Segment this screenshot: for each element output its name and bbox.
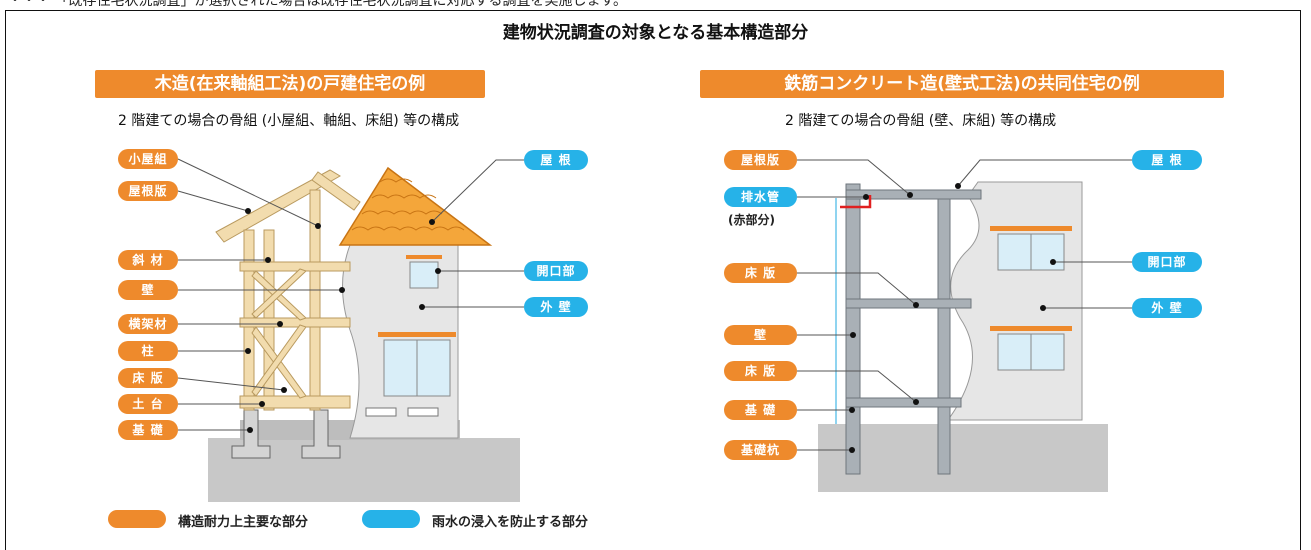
label-gaiheki-right: 外 壁: [1132, 298, 1202, 318]
label-kiso-right: 基 礎: [724, 400, 797, 420]
right-ground: [818, 424, 1108, 492]
legend-blue-label: 雨水の浸入を防止する部分: [432, 515, 589, 530]
right-leader-lines: [797, 159, 1132, 451]
legend-orange-swatch: [108, 510, 166, 528]
right-panel-title: 鉄筋コンクリート造(壁式工法)の共同住宅の例: [700, 70, 1224, 98]
figure-frame: [5, 10, 1301, 550]
label-yukaban-right-lower: 床 版: [724, 361, 797, 381]
label-okazai: 横架材: [118, 314, 178, 334]
label-yaneban-left: 屋根版: [118, 181, 178, 201]
label-kabe-left: 壁: [118, 280, 178, 300]
legend-blue-swatch: [362, 510, 420, 528]
right-drain-red-part: [840, 195, 872, 209]
label-kabe-right: 壁: [724, 325, 797, 345]
left-roof: [338, 166, 493, 246]
legend-orange-label: 構造耐力上主要な部分: [178, 515, 309, 530]
left-leader-lines: [177, 158, 524, 431]
left-window-upper: [409, 261, 439, 289]
label-kisokui: 基礎杭: [724, 440, 797, 460]
left-timber-frame: [215, 169, 361, 411]
label-kiso-left: 基 礎: [118, 420, 178, 440]
label-hashira: 柱: [118, 341, 178, 361]
right-rc-frame: [845, 183, 982, 475]
label-dodai: 土 台: [118, 394, 178, 414]
label-yaneban-right: 屋根版: [724, 150, 797, 170]
cropped-header: ・・・ 「既存住宅状況調査」が選択された場合は既存住宅状況調査に対応する調査を実…: [0, 0, 1311, 8]
label-kaikobu-right: 開口部: [1132, 252, 1202, 272]
main-title: 建物状況調査の対象となる基本構造部分: [502, 23, 809, 43]
right-subtitle: 2 階建ての場合の骨組 (壁、床組) 等の構成: [785, 113, 1057, 129]
label-yane-left: 屋 根: [524, 150, 588, 170]
left-subtitle: 2 階建ての場合の骨組 (小屋組、軸組、床組) 等の構成: [118, 113, 460, 129]
right-building-illustration: [797, 159, 1132, 492]
label-yukaban-right-upper: 床 版: [724, 263, 797, 283]
red-part-note: (赤部分): [728, 213, 775, 227]
header-text: ・・・ 「既存住宅状況調査」が選択された場合は既存住宅状況調査に対応する調査を実…: [8, 0, 628, 8]
label-kaikobu-left: 開口部: [524, 261, 588, 281]
label-haisuikan: 排水管: [724, 187, 797, 207]
label-yukaban-left: 床 版: [118, 368, 178, 388]
left-footings: [231, 409, 341, 459]
label-koyagumi: 小屋組: [118, 149, 178, 169]
label-gaiheki-left: 外 壁: [524, 297, 588, 317]
label-yane-right: 屋 根: [1132, 150, 1202, 170]
left-panel-title: 木造(在来軸組工法)の戸建住宅の例: [95, 70, 485, 98]
left-house-illustration: [177, 158, 524, 502]
label-shazai: 斜 材: [118, 250, 178, 270]
